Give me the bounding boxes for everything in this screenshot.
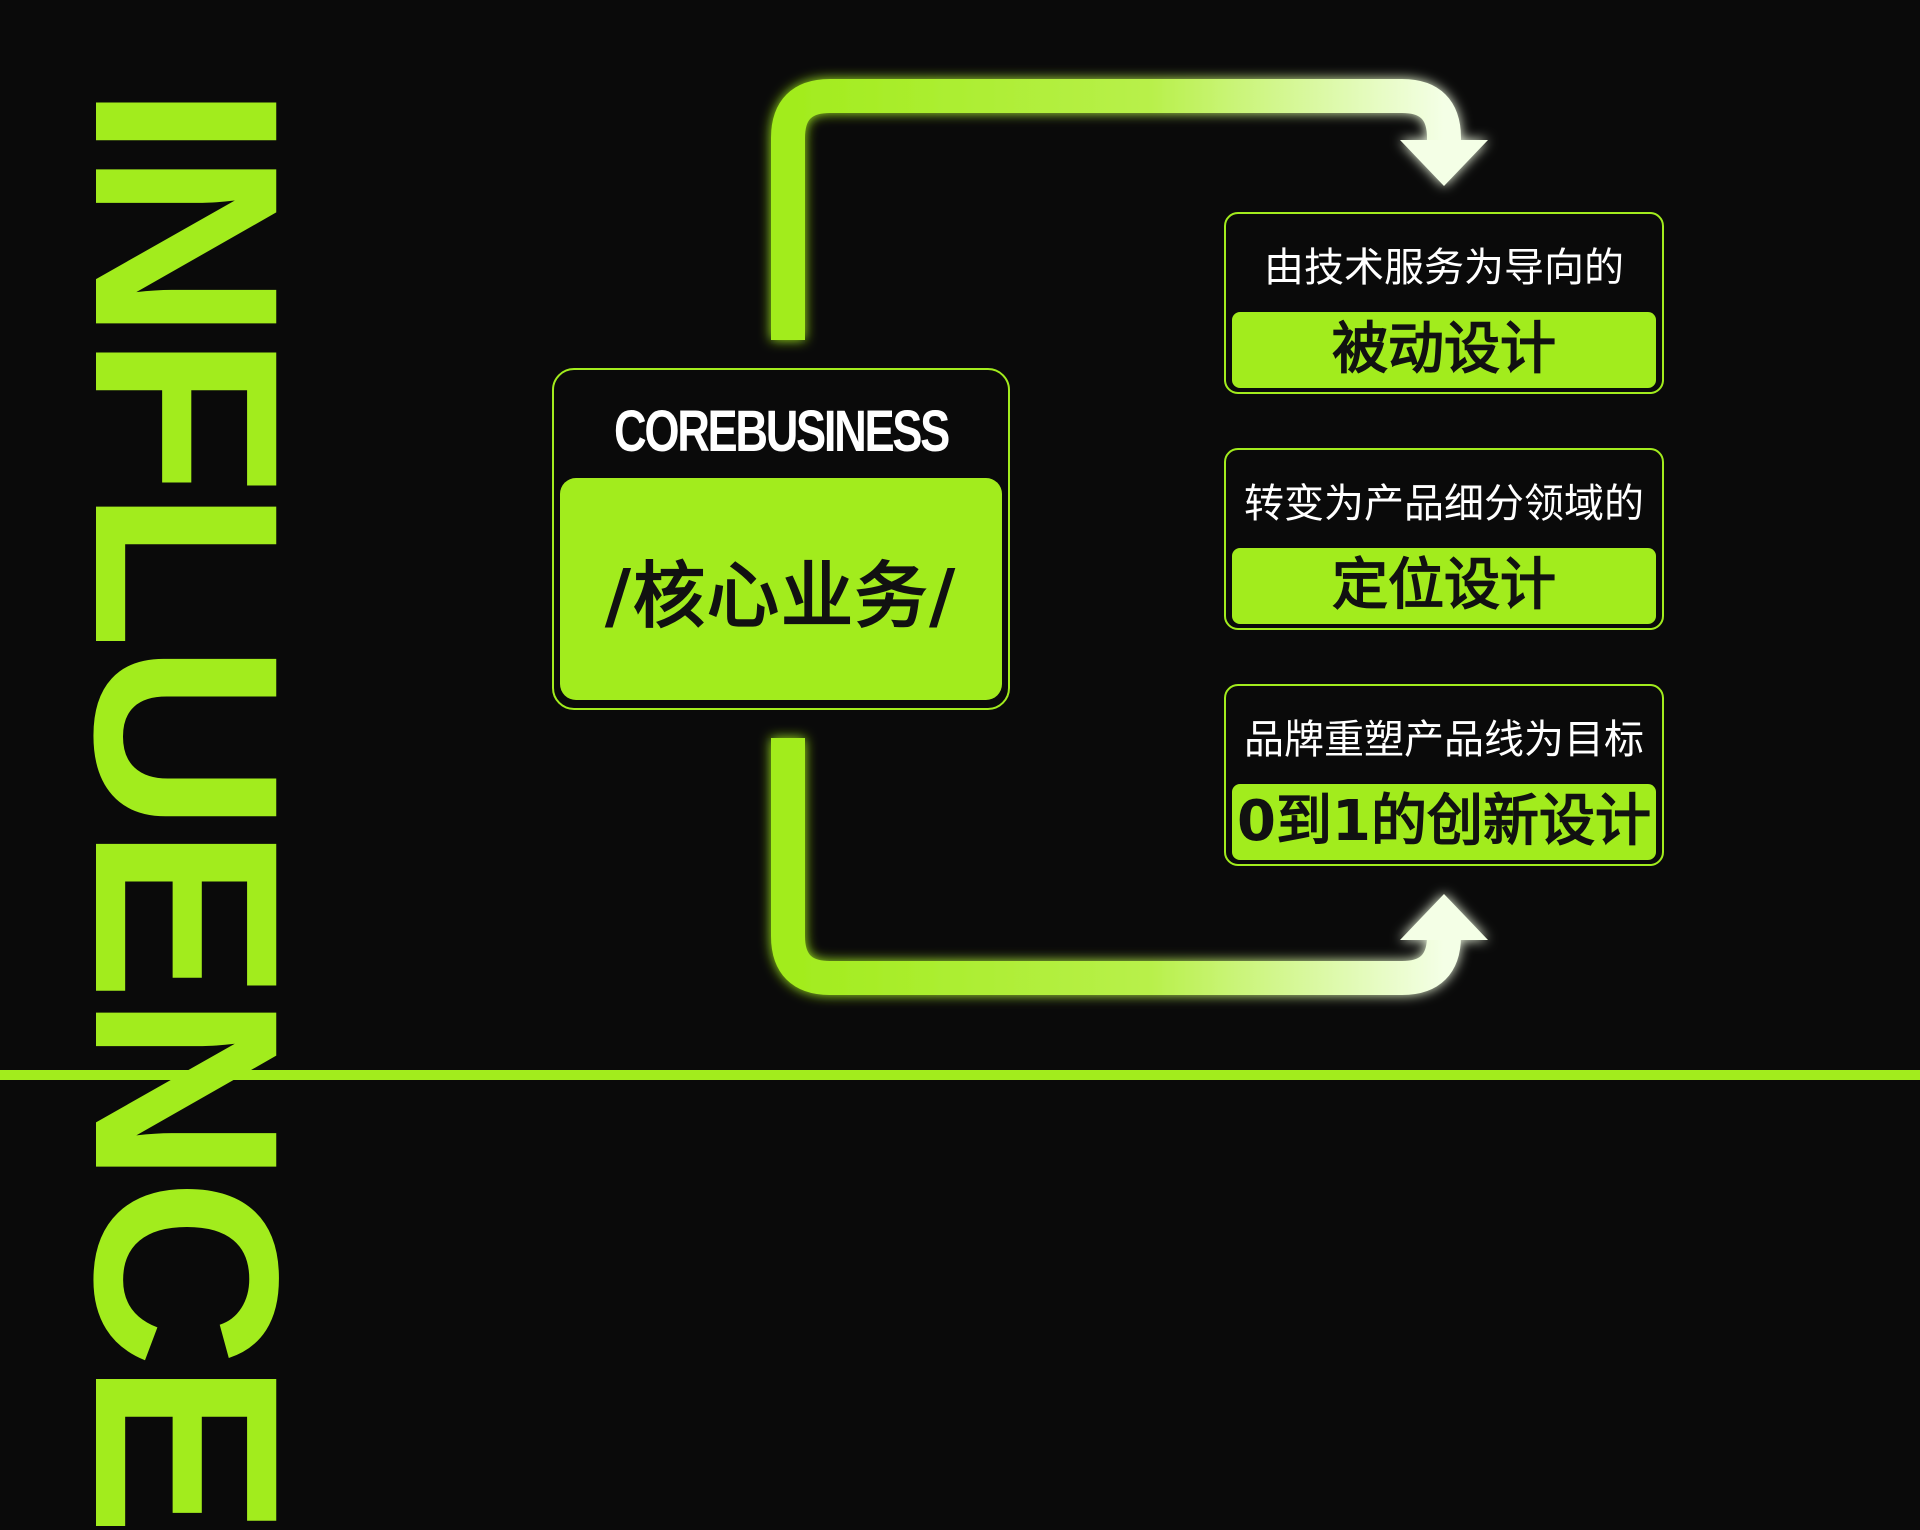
- item-tag-label: 0到1的创新设计: [1237, 789, 1651, 854]
- item-tag-label: 定位设计: [1332, 553, 1556, 618]
- bottom-accent-bar: [0, 1070, 1920, 1080]
- core-title: COREBUSINESS: [614, 399, 950, 464]
- bottom-connector: [771, 738, 1488, 995]
- item-card-positioning: 转变为产品细分领域的 定位设计: [1224, 448, 1664, 630]
- arrow-down-icon: [1400, 140, 1488, 186]
- core-business-card: COREBUSINESS /核心业务/: [552, 368, 1010, 710]
- item-tag: 被动设计: [1232, 312, 1656, 388]
- flow-connectors: [771, 79, 1488, 995]
- item-subtitle: 转变为产品细分领域的: [1244, 481, 1644, 527]
- arrow-up-icon: [1400, 894, 1488, 940]
- item-subtitle: 品牌重塑产品线为目标: [1244, 717, 1644, 763]
- item-tag: 0到1的创新设计: [1232, 784, 1656, 860]
- item-card-innovation: 品牌重塑产品线为目标 0到1的创新设计: [1224, 684, 1664, 866]
- item-subtitle: 由技术服务为导向的: [1264, 245, 1624, 291]
- item-tag-label: 被动设计: [1332, 317, 1556, 382]
- top-connector: [771, 79, 1488, 340]
- item-tag: 定位设计: [1232, 548, 1656, 624]
- core-panel: /核心业务/: [560, 478, 1002, 700]
- item-card-passive: 由技术服务为导向的 被动设计: [1224, 212, 1664, 394]
- core-label: /核心业务/: [604, 553, 958, 638]
